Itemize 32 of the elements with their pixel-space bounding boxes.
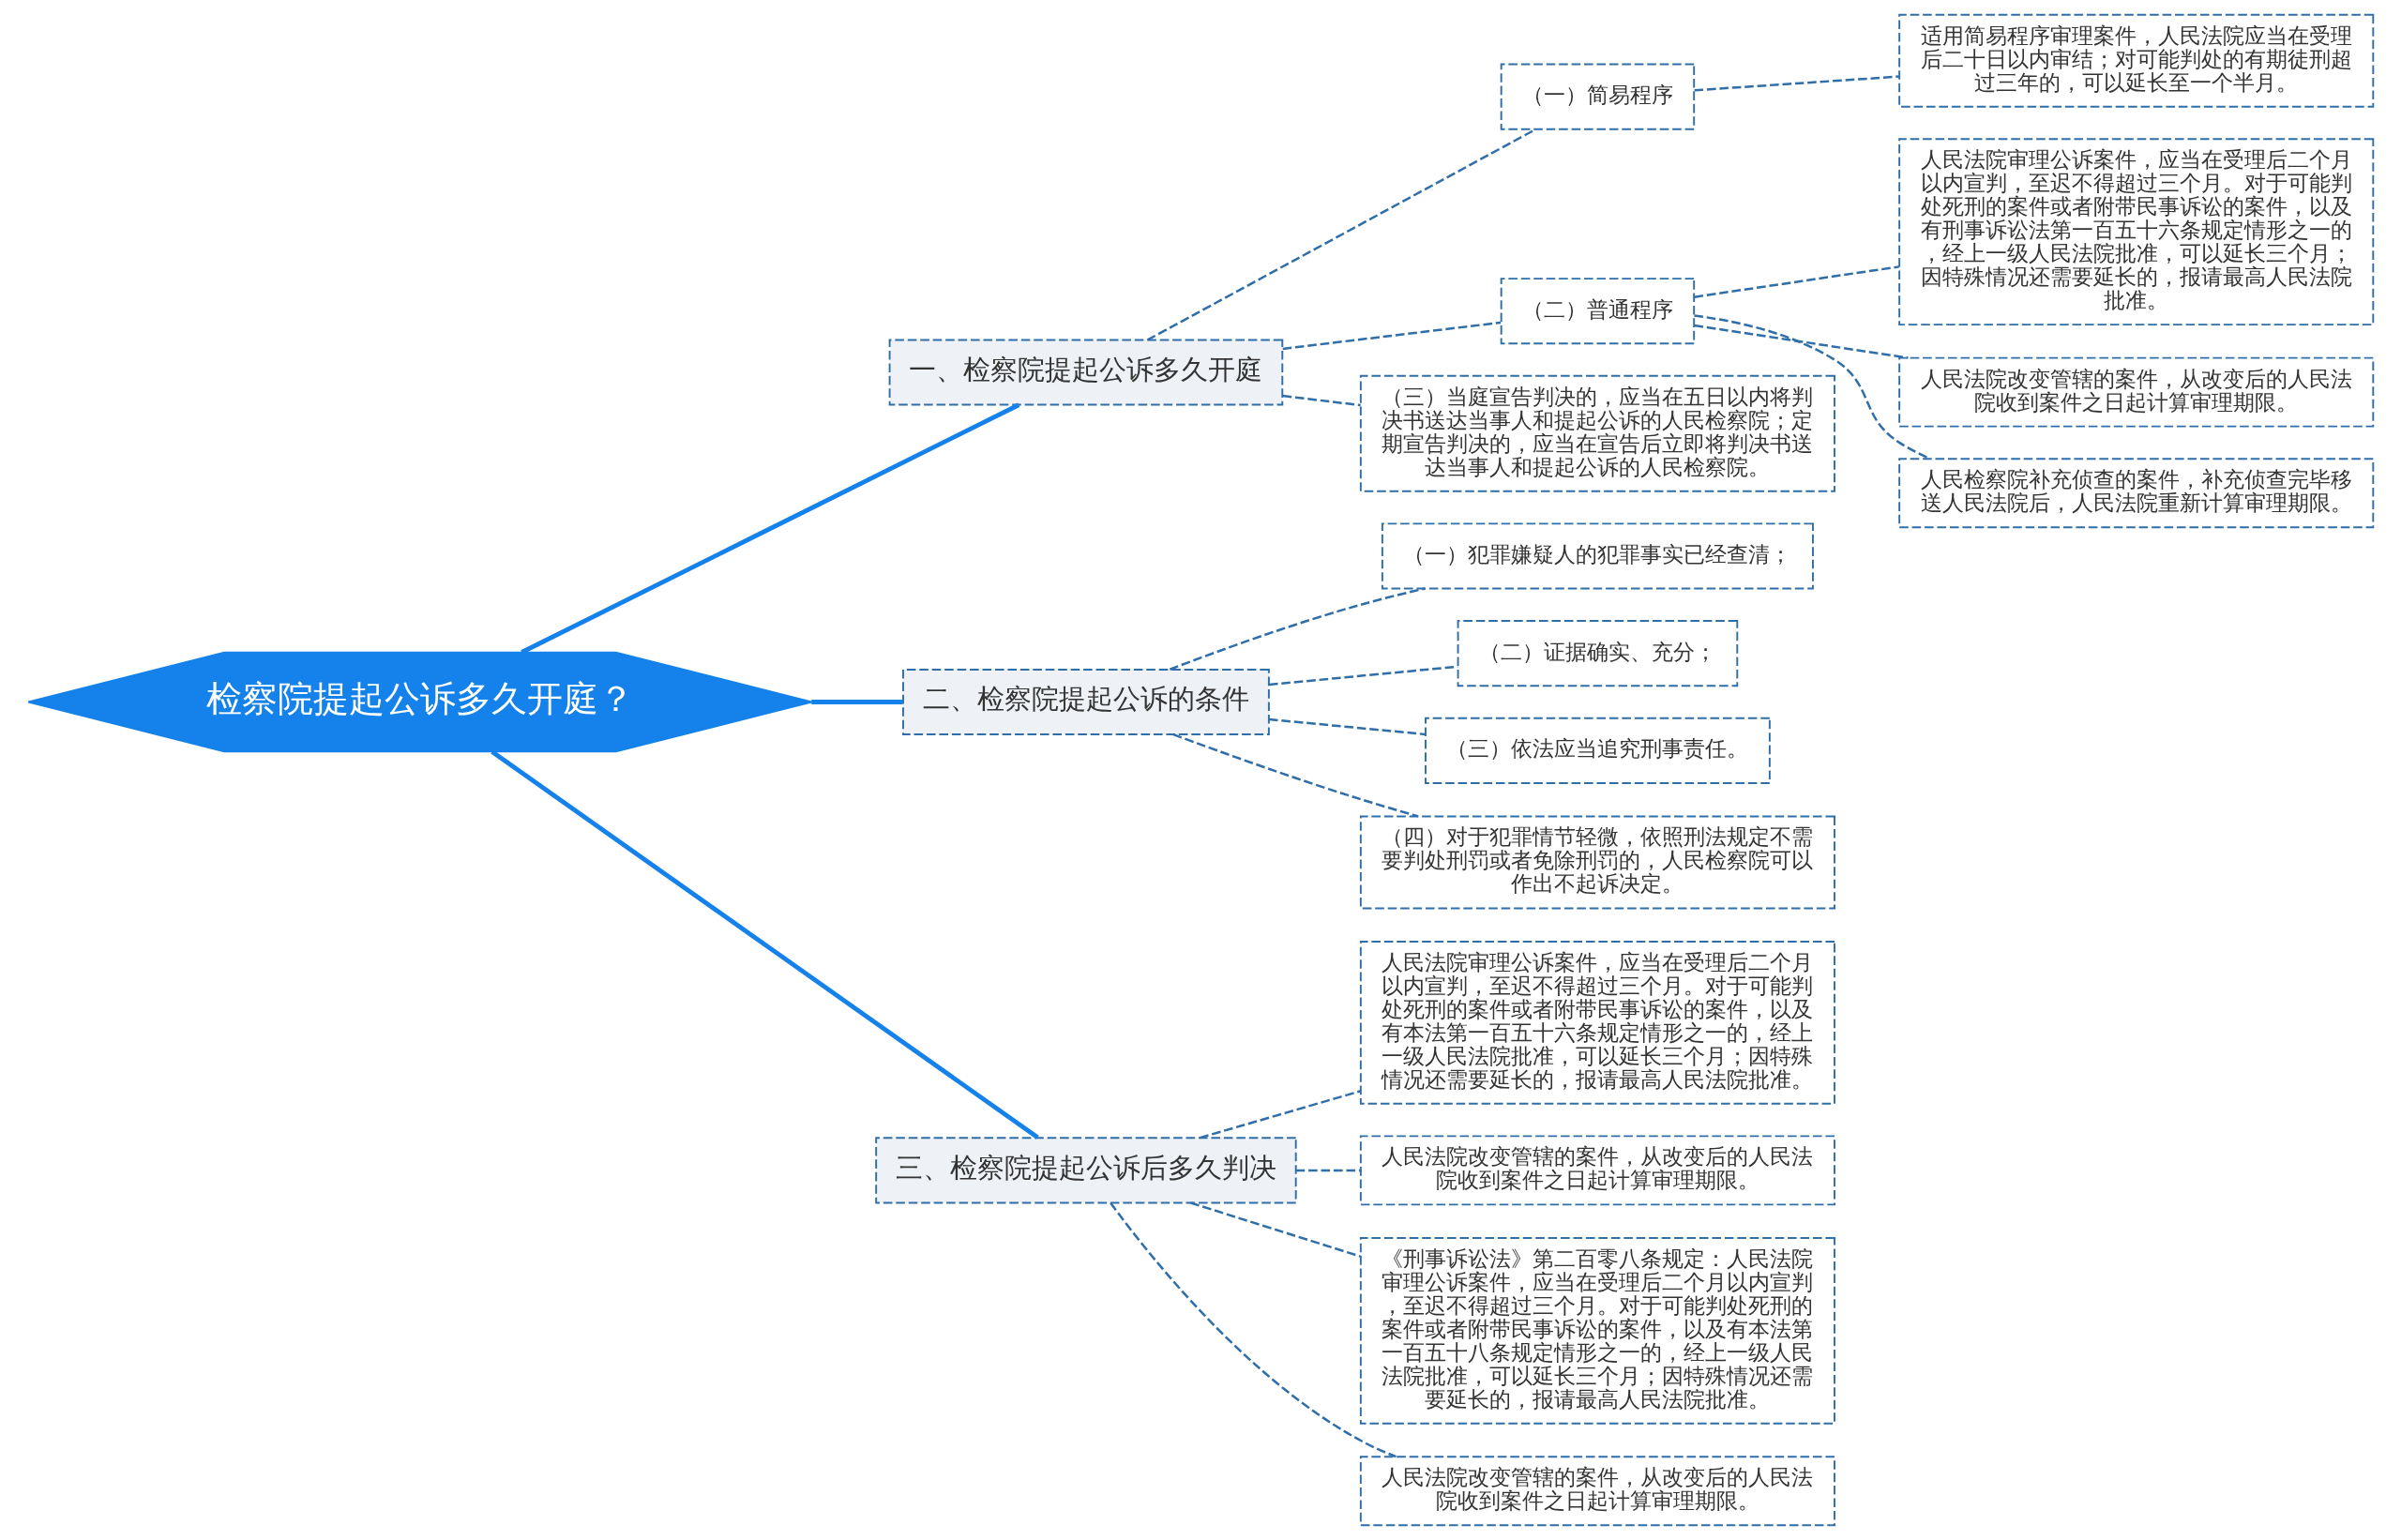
node-box: （三）当庭宣告判决的，应当在五日以内将判决书送达当事人和提起公诉的人民检察院；定期宣告判决的，应当在宣告后立即将判决书送达当事人和提起公诉的人民检察院。 [1359,374,1835,492]
connector [1172,732,1418,818]
connector [1169,587,1426,671]
connector [1282,394,1361,407]
connector [1189,1201,1361,1258]
node-box: 人民法院审理公诉案件，应当在受理后二个月以内宣判，至迟不得超过三个月。对于可能判处死刑的案件或者附带民事诉讼的案件，以及有刑事诉讼法第一百五十六条规定情形之一的，经上一级人民法院批准，可以延长三个月；因特殊情况还需要延长的，报请最高人民法院批准。 [1897,138,2374,326]
connector [1694,324,1909,359]
connector [810,700,902,704]
node-box: 一、检察院提起公诉多久开庭 [888,339,1283,406]
node-box: （二）证据确实、充分； [1457,620,1738,687]
node-box: 适用简易程序审理案件，人民法院应当在受理后二十日以内审结；对可能判处的有期徒刑超过三年的，可以延长至一个半月。 [1897,13,2374,108]
node-box: （三）依法应当追究刑事责任。 [1424,717,1771,784]
connector [1282,321,1501,351]
connector [1268,717,1425,736]
connector [490,749,1039,1140]
connector [1694,265,1899,298]
node-box: （二）普通程序 [1500,278,1695,345]
node-box: （一）简易程序 [1500,63,1695,130]
node-box: 二、检察院提起公诉的条件 [901,668,1270,736]
node-box: 三、检察院提起公诉后多久判决 [874,1137,1297,1204]
node-box: 人民法院改变管辖的案件，从改变后的人民法院收到案件之日起计算审理期限。 [1359,1135,1835,1206]
node-box: 人民法院改变管辖的案件，从改变后的人民法院收到案件之日起计算审理期限。 [1897,356,2374,428]
node-box: 《刑事诉讼法》第二百零八条规定：人民法院审理公诉案件，应当在受理后二个月以内宣判，至迟不得超过三个月。对于可能判处死刑的案件或者附带民事诉讼的案件，以及有本法第一百五十八条规定情形之一的，经上一级人民法院批准，可以延长三个月；因特殊情况还需要延长的，报请最高人民法院批准。 [1359,1236,1835,1425]
node-box: 人民法院改变管辖的案件，从改变后的人民法院收到案件之日起计算审理期限。 [1359,1456,1835,1527]
node-box: 人民检察院补充侦查的案件，补充侦查完毕移送人民法院后，人民法院重新计算审理期限。 [1897,458,2374,529]
connector [1199,1090,1361,1140]
connector [520,402,1019,655]
connector [1295,1169,1360,1172]
node-box: 人民法院审理公诉案件，应当在受理后二个月以内宣判，至迟不得超过三个月。对于可能判处死刑的案件或者附带民事诉讼的案件，以及有本法第一百五十六条规定情形之一的，经上一级人民法院批准，可以延长三个月；因特殊情况还需要延长的，报请最高人民法院批准。 [1359,941,1835,1105]
node-box: （一）犯罪嫌疑人的犯罪事实已经查清； [1381,522,1814,590]
connector [1694,75,1899,92]
node-box: （四）对于犯罪情节轻微，依照刑法规定不需要判处刑罚或者免除刑罚的，人民检察院可以作出不起诉决定。 [1359,815,1835,910]
